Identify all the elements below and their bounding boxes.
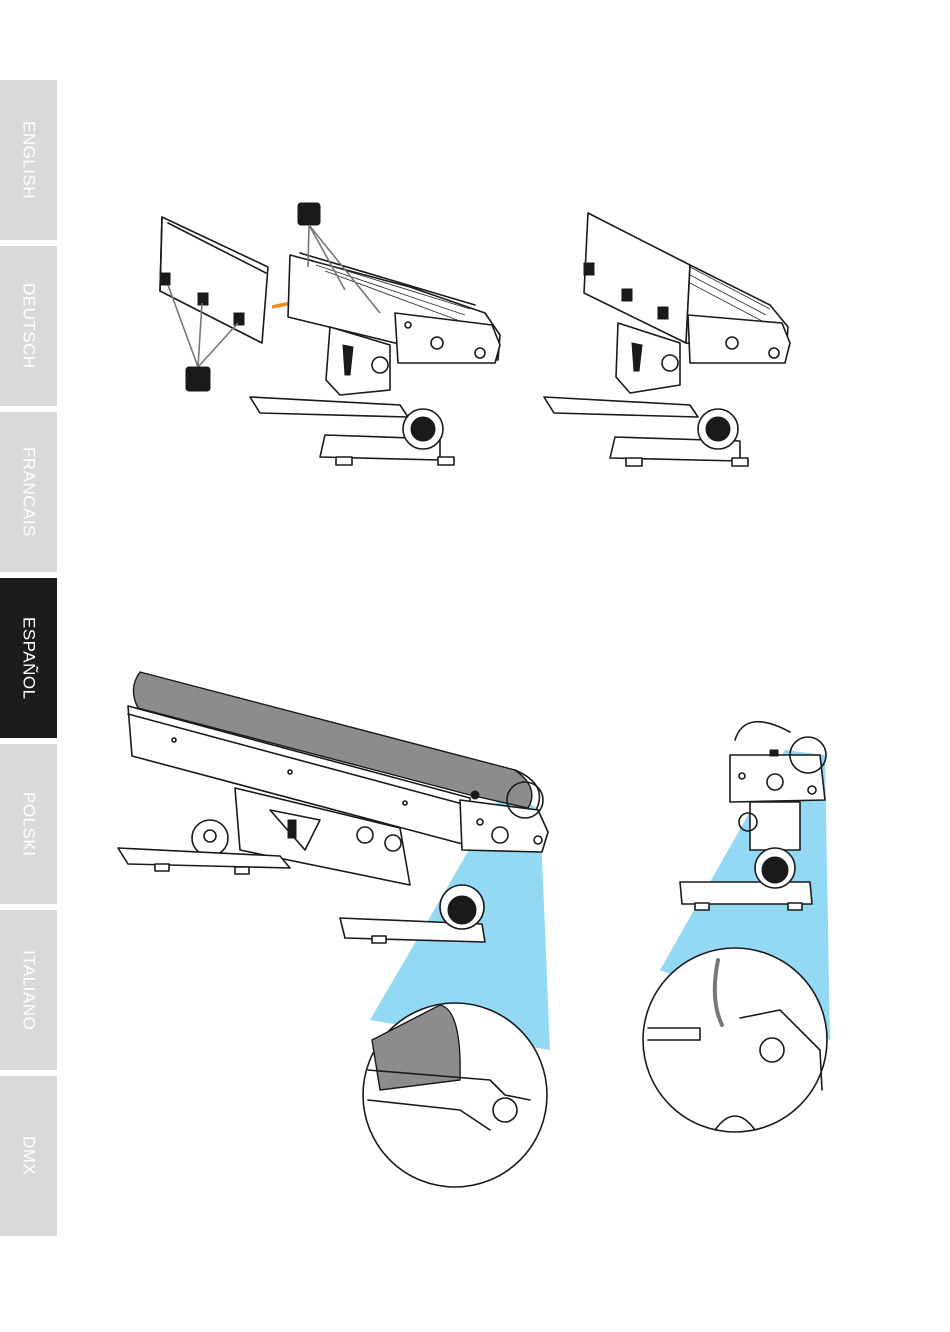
fixture-body-icon — [288, 253, 500, 395]
tab-label: ENGLISH — [19, 121, 39, 199]
figure-diffuser-install — [110, 660, 570, 1190]
tab-espanol[interactable]: ESPAÑOL — [0, 578, 57, 738]
tab-label: DEUTSCH — [19, 283, 39, 369]
tab-italiano[interactable]: ITALIANO — [0, 910, 57, 1070]
figure-cover-attach — [140, 195, 510, 475]
assembled-fixture-icon — [544, 213, 790, 466]
tab-label: DMX — [19, 1136, 39, 1175]
callout-marker-icon — [186, 367, 210, 391]
zoom-detail-icon — [363, 1003, 547, 1187]
tab-label: FRANCAIS — [19, 447, 39, 537]
callout-marker-icon — [298, 203, 320, 225]
figure-cover-assembled — [540, 205, 810, 475]
tab-dmx[interactable]: DMX — [0, 1076, 57, 1236]
tab-deutsch[interactable]: DEUTSCH — [0, 246, 57, 406]
zoom-detail-icon — [643, 948, 827, 1132]
figure-side-view — [640, 710, 840, 1150]
tab-polski[interactable]: POLSKI — [0, 744, 57, 904]
cover-panel-icon — [160, 217, 268, 343]
tab-label: ESPAÑOL — [19, 617, 39, 700]
tab-francais[interactable]: FRANCAIS — [0, 412, 57, 572]
tab-label: POLSKI — [19, 792, 39, 856]
tab-label: ITALIANO — [19, 950, 39, 1030]
tab-english[interactable]: ENGLISH — [0, 80, 57, 240]
fixture-base-icon — [250, 397, 454, 465]
